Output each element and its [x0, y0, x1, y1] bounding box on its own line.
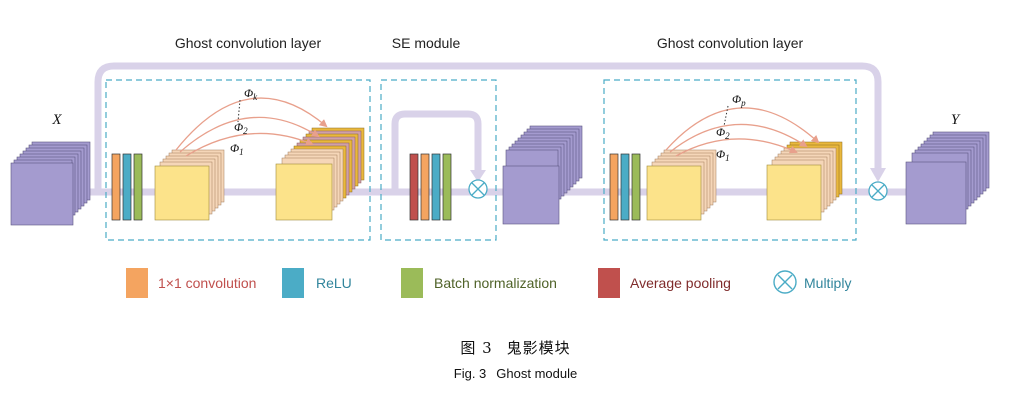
phi-p-label: Φp [732, 92, 746, 108]
ghost-2-op-bars [609, 153, 641, 221]
se-module-title: SE module [392, 35, 461, 51]
caption-en-title: Ghost module [496, 366, 578, 381]
phi-1-label: Φ1 [230, 141, 244, 157]
se-module-box [380, 79, 497, 241]
caption-en-fig-number: Fig. 3 [453, 366, 487, 381]
legend-label-batchnorm: Batch normalization [434, 275, 557, 291]
output-variable-y: Y [951, 112, 961, 128]
phi-1-label-right: Φ1 [716, 147, 730, 163]
legend-item-conv1x1: 1×1 convolution [126, 268, 256, 298]
caption-cn-fig-number: 图 3 [460, 339, 493, 357]
se-conv1x1-bar [420, 153, 430, 221]
input-variable-x: X [51, 112, 62, 128]
batchnorm-bar [133, 153, 143, 221]
legend-item-multiply: Multiply [773, 270, 851, 294]
batchnorm-bar-2 [631, 153, 641, 221]
ghost-1-cheap-op-arcs [175, 97, 328, 157]
legend-swatch-orange [126, 268, 148, 298]
ghost-layer-2-box [603, 79, 857, 241]
se-op-bars [409, 153, 452, 221]
legend-label-multiply: Multiply [804, 275, 851, 291]
caption-english: Fig. 3 Ghost module [0, 366, 1031, 381]
legend: 1×1 convolution ReLU Batch normalization… [126, 268, 851, 298]
ghost-layer-2-title: Ghost convolution layer [657, 35, 804, 51]
ghost-layer-1-box [105, 79, 371, 241]
legend-item-relu: ReLU [282, 268, 352, 298]
legend-label-conv1x1: 1×1 convolution [158, 275, 256, 291]
ghost-2-intrinsic-stack [646, 149, 717, 221]
ghost-1-op-bars [111, 153, 143, 221]
ghost-1-output-stack [275, 127, 365, 221]
se-batchnorm-bar [442, 153, 452, 221]
relu-bar-2 [620, 153, 630, 221]
conv1x1-bar [111, 153, 121, 221]
ghost-layer-1-title: Ghost convolution layer [175, 35, 322, 51]
legend-swatch-blue [282, 268, 304, 298]
ghost-2-output-stack [766, 141, 843, 221]
legend-label-relu: ReLU [316, 275, 352, 291]
phi-2-label-right: Φ2 [716, 125, 730, 141]
legend-item-avgpool: Average pooling [598, 268, 731, 298]
se-relu-bar [431, 153, 441, 221]
legend-label-avgpool: Average pooling [630, 275, 731, 291]
multiply-icon [773, 270, 797, 294]
ghost-2-cheap-op-arcs [665, 105, 820, 157]
phi-2-label: Φ2 [234, 120, 248, 136]
legend-item-batchnorm: Batch normalization [401, 268, 557, 298]
legend-swatch-green [401, 268, 423, 298]
ghost-1-intrinsic-stack [154, 149, 225, 221]
caption-chinese: 图 3 鬼影模块 [0, 337, 1031, 358]
relu-bar [122, 153, 132, 221]
se-multiply-icon [468, 179, 488, 199]
avgpool-bar [409, 153, 419, 221]
caption-cn-title: 鬼影模块 [506, 339, 571, 357]
phi-k-label: Φk [244, 86, 258, 102]
middle-feature-stack [502, 125, 583, 225]
conv1x1-bar-2 [609, 153, 619, 221]
input-feature-stack [10, 141, 91, 226]
output-feature-stack [905, 131, 990, 225]
final-multiply-icon [868, 181, 888, 201]
legend-swatch-red [598, 268, 620, 298]
